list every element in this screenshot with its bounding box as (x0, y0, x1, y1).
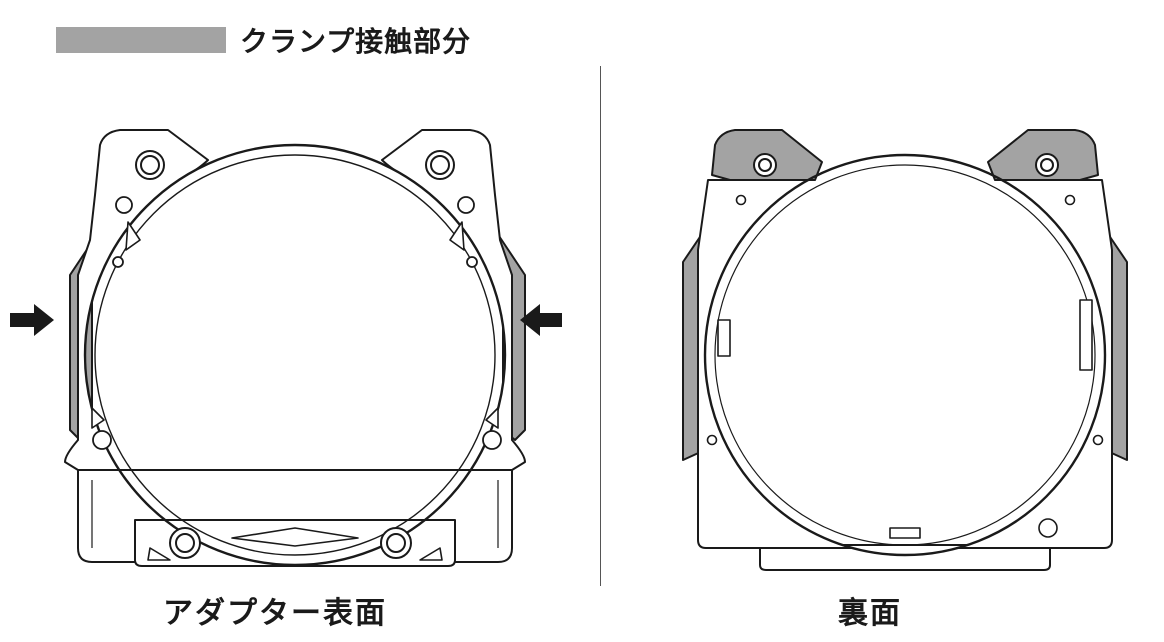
back-bottom-rail (759, 544, 1051, 571)
legend: クランプ接触部分 (56, 20, 471, 60)
caption-front: アダプター表面 (163, 596, 387, 631)
center-divider (600, 66, 601, 586)
caption-back: 裏面 (838, 596, 902, 631)
legend-swatch (56, 27, 226, 53)
adapter-back-view (682, 129, 1128, 571)
arrow-left-icon (520, 304, 562, 336)
back-bolts (753, 153, 1059, 177)
legend-label: クランプ接触部分 (240, 25, 472, 58)
front-holes (92, 196, 502, 450)
arrow-right-icon (10, 304, 54, 336)
front-bolts (135, 150, 455, 559)
back-holes (706, 194, 1104, 538)
back-frame (697, 174, 1113, 549)
adapter-front-view (64, 129, 526, 567)
front-frame (64, 129, 526, 471)
